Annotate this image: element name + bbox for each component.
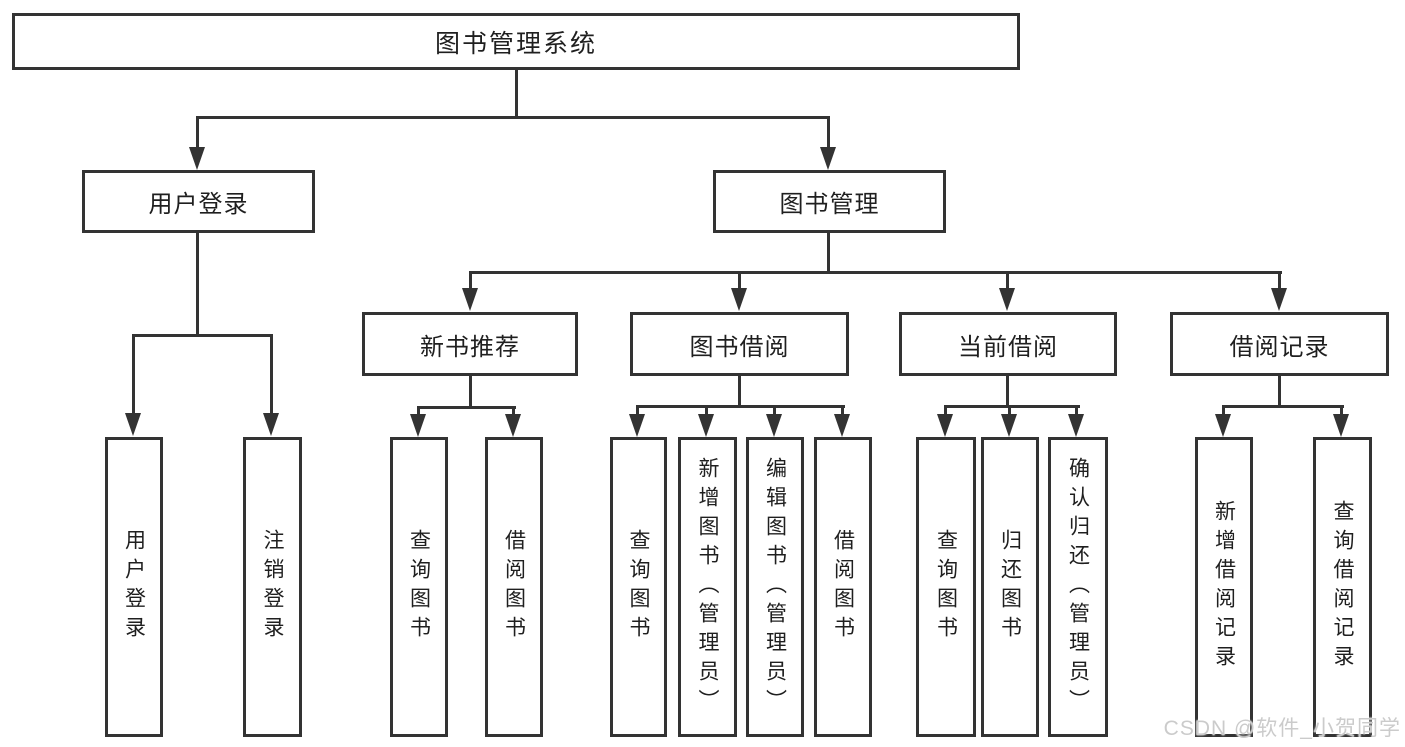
node-borrow-records: 借阅记录 [1170,312,1389,376]
leaf-nbr-query-book: 查询图书 [390,437,448,737]
connector-cb-stem [1006,376,1009,408]
node-new-book-recommend: 新书推荐 [362,312,578,376]
node-label: 查询图书 [934,529,958,645]
connector-book-mgmt-branch [469,271,1282,274]
node-current-borrowing: 当前借阅 [899,312,1117,376]
csdn-watermark: CSDN @软件_小贺同学 [1163,717,1401,740]
node-label: 当前借阅 [958,333,1058,361]
arrow-down-icon [125,413,141,436]
connector-leaf-drop [1075,405,1078,416]
arrow-down-icon [820,147,836,170]
connector-nbr-branch [417,406,516,409]
arrow-down-icon [834,414,850,437]
node-library-management-system: 图书管理系统 [12,13,1020,70]
node-label: 归还图书 [998,529,1022,645]
connector-leaf-drop [417,406,420,416]
connector-br-branch [1222,405,1344,408]
connector-leaf-drop [512,406,515,416]
node-label: 新增图书（管理员） [696,456,719,718]
connector-l3-drop [738,271,741,291]
node-label: 借阅记录 [1229,333,1330,361]
node-label: 图书借阅 [689,333,790,361]
arrow-down-icon [1001,414,1017,437]
connector-nbr-stem [469,376,472,409]
arrow-down-icon [731,288,747,311]
connector-leaf-drop [773,405,776,416]
arrow-down-icon [629,414,645,437]
leaf-logout: 注销登录 [243,437,302,737]
arrow-down-icon [462,288,478,311]
connector-user-login-branch [132,334,273,337]
leaf-cb-confirm-return-admin: 确认归还（管理员） [1048,437,1108,737]
leaf-cb-return-book: 归还图书 [981,437,1039,737]
arrow-down-icon [698,414,714,437]
connector-l3-drop [469,271,472,291]
leaf-bb-borrow-book: 借阅图书 [814,437,872,737]
connector-leaf-drop [636,405,639,416]
leaf-bb-add-book-admin: 新增图书（管理员） [678,437,737,737]
connector-br-stem [1278,376,1281,408]
arrow-down-icon [505,414,521,437]
leaf-br-add-record: 新增借阅记录 [1195,437,1253,737]
node-label: 新书推荐 [420,333,520,361]
node-label: 借阅图书 [502,529,526,645]
node-label: 查询图书 [627,529,650,645]
connector-leaf-drop [944,405,947,416]
connector-user-login-drop [196,116,199,150]
connector-leaf-drop [705,405,708,416]
arrow-down-icon [1215,414,1231,437]
arrow-down-icon [263,413,279,436]
arrow-down-icon [1333,414,1349,437]
leaf-bb-query-book: 查询图书 [610,437,667,737]
node-user-login: 用户登录 [82,170,315,233]
connector-bb-stem [738,376,741,408]
leaf-br-query-record: 查询借阅记录 [1313,437,1372,737]
connector-l3-drop [1006,271,1009,291]
connector-leaf-drop [1008,405,1011,416]
connector-cb-branch [944,405,1080,408]
connector-root-stem [515,70,518,118]
connector-leaf-drop [841,405,844,416]
leaf-nbr-borrow-book: 借阅图书 [485,437,543,737]
connector-leaf-drop [270,334,273,415]
node-label: 图书管理 [779,191,880,218]
arrow-down-icon [410,414,426,437]
node-label: 图书管理系统 [434,29,597,58]
leaf-cb-query-book: 查询图书 [916,437,976,737]
connector-book-mgmt-drop [827,116,830,150]
connector-leaf-drop [1222,405,1225,416]
leaf-bb-edit-book-admin: 编辑图书（管理员） [746,437,804,737]
node-label: 新增借阅记录 [1212,500,1236,674]
node-label: 查询图书 [407,529,431,645]
connector-book-mgmt-stem [827,233,830,274]
node-book-borrowing: 图书借阅 [630,312,849,376]
arrow-down-icon [937,414,953,437]
node-label: 用户登录 [148,191,249,218]
connector-root-branch [196,116,830,119]
node-label: 编辑图书（管理员） [763,456,787,718]
arrow-down-icon [189,147,205,170]
node-label: 查询借阅记录 [1331,500,1354,674]
node-label: 注销登录 [261,529,284,645]
connector-leaf-drop [132,334,135,415]
connector-l3-drop [1278,271,1281,291]
node-label: 确认归还（管理员） [1066,456,1090,718]
connector-bb-branch [636,405,845,408]
connector-user-login-stem [196,233,199,336]
leaf-user-login: 用户登录 [105,437,163,737]
arrow-down-icon [766,414,782,437]
node-book-management: 图书管理 [713,170,946,233]
connector-leaf-drop [1340,405,1343,416]
node-label: 借阅图书 [831,529,855,645]
arrow-down-icon [999,288,1015,311]
arrow-down-icon [1271,288,1287,311]
node-label: 用户登录 [122,529,146,645]
arrow-down-icon [1068,414,1084,437]
